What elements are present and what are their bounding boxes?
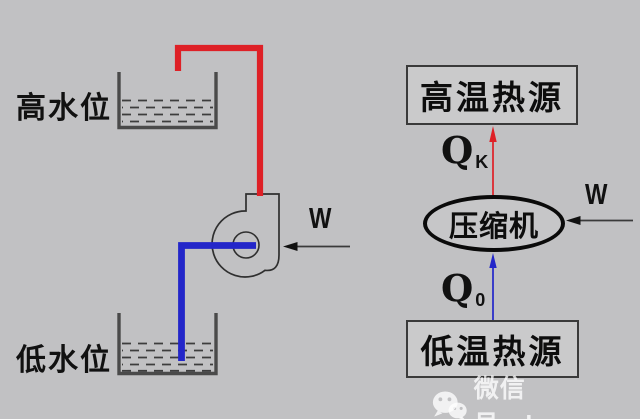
compressor-label: 压缩机 bbox=[448, 210, 539, 243]
water-surface-hatching bbox=[122, 99, 213, 123]
watermark: 微信号:nhvaca bbox=[429, 369, 640, 419]
pump-work-label: W bbox=[309, 203, 332, 235]
pump-work-arrow bbox=[283, 242, 350, 251]
compressor-work-arrow bbox=[566, 216, 633, 225]
compressor-work-label: W bbox=[585, 179, 608, 211]
heat-out-arrow bbox=[489, 126, 497, 196]
cold-heat-source-box: 低温热源 bbox=[406, 320, 579, 378]
cold-heat-source-label: 低温热源 bbox=[420, 333, 565, 370]
compressor-ellipse: 压缩机 bbox=[423, 195, 565, 252]
low-water-level-label: 低水位 bbox=[16, 344, 112, 377]
wechat-icon bbox=[432, 390, 467, 419]
qk-base: Q bbox=[441, 128, 474, 172]
pump-icon bbox=[211, 193, 280, 278]
low-water-tank-icon bbox=[117, 313, 218, 376]
hot-heat-source-box: 高温热源 bbox=[406, 65, 578, 125]
qk-subscript: K bbox=[475, 152, 489, 172]
high-water-level-label: 高水位 bbox=[16, 92, 112, 125]
heat-in-arrow bbox=[489, 253, 497, 320]
q0-base: Q bbox=[441, 266, 474, 310]
water-surface-hatching bbox=[122, 342, 213, 372]
high-water-tank-icon bbox=[117, 72, 218, 130]
cold-suction-pipe bbox=[178, 242, 256, 361]
hot-discharge-pipe bbox=[174, 44, 264, 196]
q0-subscript: 0 bbox=[475, 290, 486, 310]
watermark-text: 微信号:nhvaca bbox=[473, 375, 600, 419]
hot-heat-source-label: 高温热源 bbox=[420, 79, 564, 116]
